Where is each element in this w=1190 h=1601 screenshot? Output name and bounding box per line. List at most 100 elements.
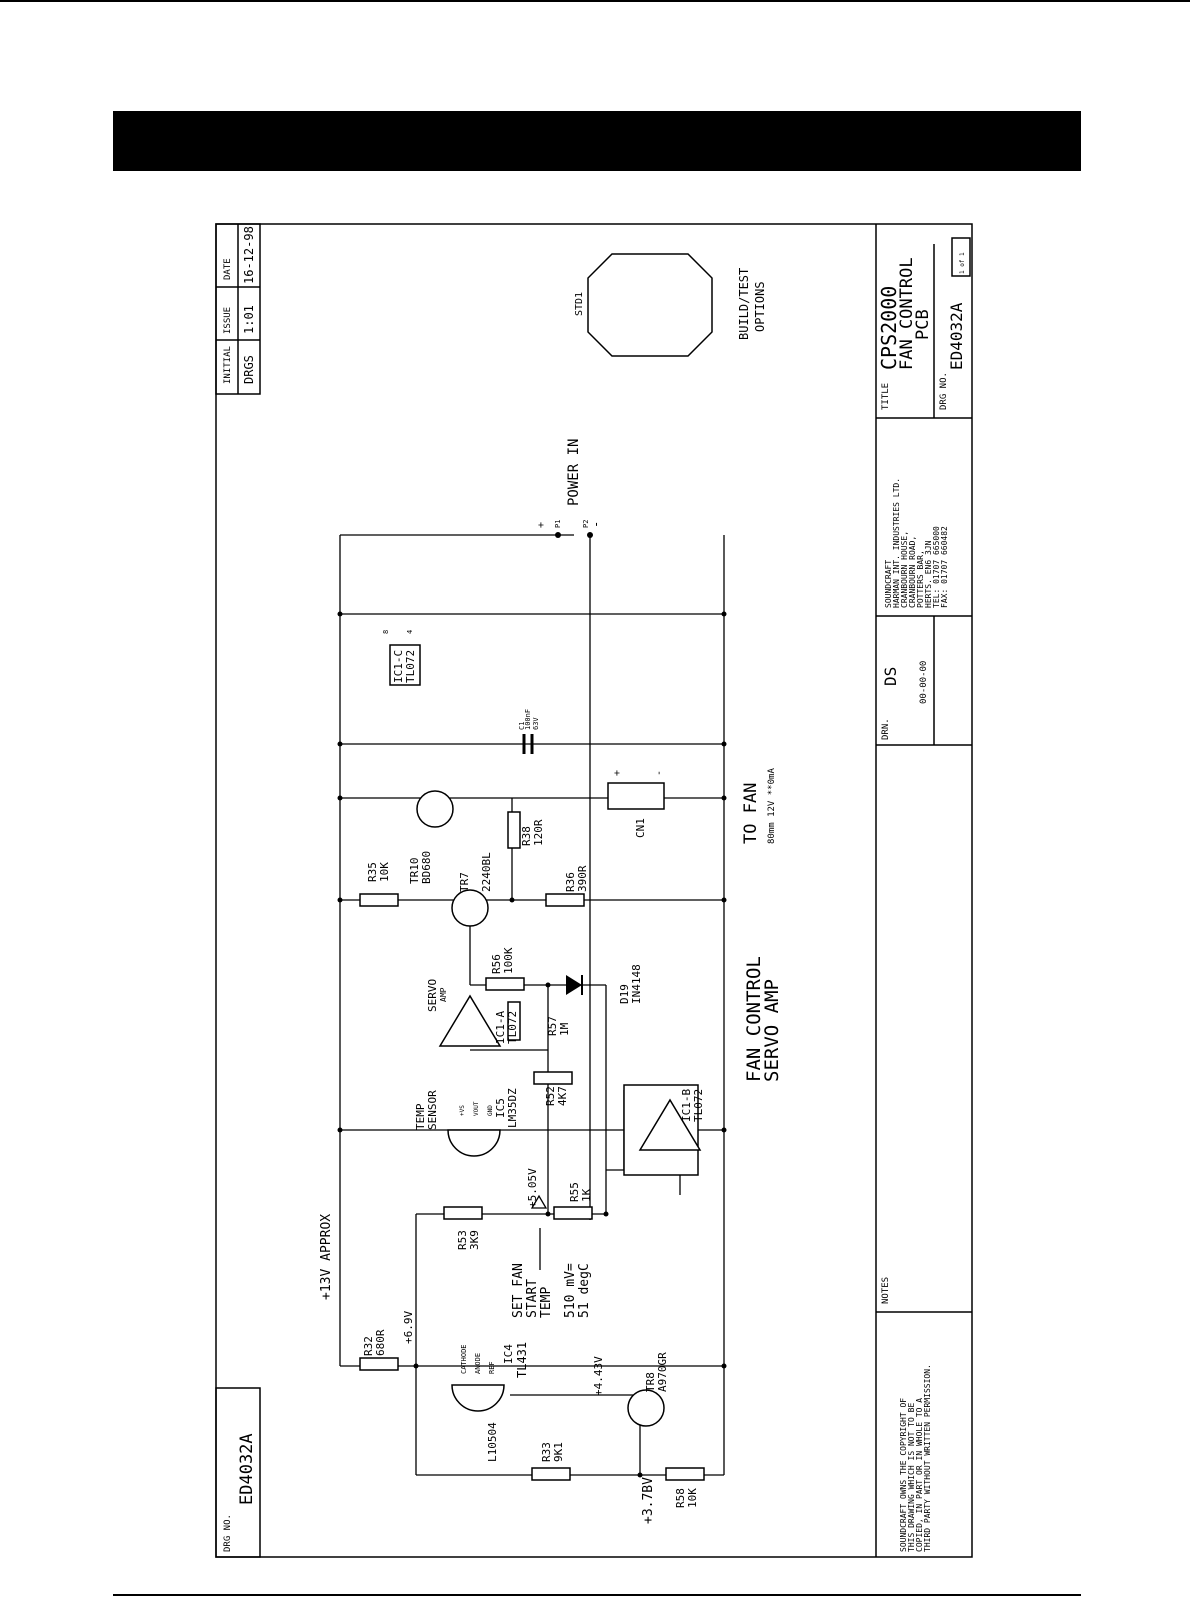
title-label: TITLE	[881, 383, 891, 410]
sensor-label: SENSOR	[426, 1090, 439, 1130]
issue-label: ISSUE	[223, 307, 233, 334]
tr10-part: BD680	[420, 851, 433, 884]
gnd-pin: GND	[487, 1105, 494, 1116]
std-caption1: BUILD/TEST	[737, 268, 751, 340]
r55-value: 1K	[580, 1188, 593, 1202]
p1-label: P1	[554, 520, 562, 528]
header-banner	[113, 111, 1081, 171]
v505-label: +5.05V	[526, 1168, 539, 1208]
initial-label: INITIAL	[223, 346, 233, 384]
r58-value: 10K	[686, 1488, 699, 1508]
ic5-label: IC5	[494, 1098, 507, 1118]
ic1c-part: TL072	[404, 650, 417, 683]
r52-value: 4K7	[556, 1086, 569, 1106]
r36-label: R36	[564, 872, 577, 892]
r53-value: 3K9	[468, 1230, 481, 1250]
tr7-symbol	[451, 889, 489, 927]
r57-label: R57	[546, 1016, 559, 1036]
fan-spec: 80mm 12V **0mA	[767, 768, 777, 844]
title-line2: FAN CONTROL	[897, 257, 917, 370]
r52	[533, 1071, 573, 1085]
ref-pin: REF	[488, 1361, 496, 1374]
r32-value: 680R	[374, 1329, 387, 1356]
tr8-label: TR8	[644, 1372, 657, 1392]
ic4-label: IC4	[502, 1344, 515, 1364]
p1-plus: +	[536, 522, 547, 528]
r33-label: R33	[540, 1442, 553, 1462]
ic1b-label: IC1-B	[680, 1089, 693, 1122]
r58	[665, 1467, 705, 1481]
set-fan-label: SET FAN	[511, 1263, 526, 1318]
left-drg-box	[215, 1387, 261, 1558]
r55-label: R55	[568, 1182, 581, 1202]
temp2-label: TEMP	[539, 1287, 554, 1318]
tr8-symbol	[627, 1389, 665, 1427]
std-caption2: OPTIONS	[753, 281, 767, 332]
ic1b-part: TL072	[692, 1089, 705, 1122]
cn1-label: CN1	[634, 818, 647, 838]
p2-label: P2	[582, 520, 590, 528]
r53-label: R53	[456, 1230, 469, 1250]
title-drg-label: DRG NO.	[939, 372, 949, 410]
ic4-symbol	[451, 1384, 505, 1412]
r38-value: 120R	[532, 819, 545, 846]
c1-voltage: 63V	[532, 717, 540, 730]
tr8-part: A970GR	[656, 1352, 669, 1392]
copyright-line: SOUNDCRAFT OWNS THE COPYRIGHT OF	[899, 1398, 908, 1552]
r32	[359, 1357, 399, 1371]
tr7-label: TR7	[458, 872, 471, 892]
left-drg-value: ED4032A	[237, 1433, 257, 1505]
d19-diode	[566, 975, 582, 995]
initial-value: DRGS	[242, 355, 256, 384]
copyright-line: THIRD PARTY WITHOUT WRITTEN PERMISSION.	[923, 1364, 932, 1552]
amp-label: AMP	[439, 987, 448, 1002]
r52-label: R52	[544, 1086, 557, 1106]
r38	[507, 811, 521, 849]
sheet-number: 1 of 1	[959, 252, 966, 274]
ic5-part: LM35DZ	[506, 1088, 519, 1128]
company-line: FAX: 01707 660482	[940, 526, 949, 608]
ic4-part: TL431	[515, 1342, 529, 1378]
r56-value: 100K	[502, 947, 515, 974]
title-drg-value: ED4032A	[947, 302, 966, 370]
r35-value: 10K	[378, 862, 391, 882]
company-line: CRANBOURN ROAD,	[908, 536, 917, 608]
temp-label: TEMP	[414, 1103, 427, 1130]
fan-control-title: FAN CONTROL	[743, 956, 765, 1082]
left-drg-label: DRG NO.	[223, 1514, 233, 1552]
start-label: START	[525, 1279, 540, 1318]
c1-value: 100nF	[524, 709, 532, 730]
r33	[531, 1467, 571, 1481]
to-fan-label: TO FAN	[741, 783, 761, 844]
r35-label: R35	[366, 862, 379, 882]
ic1a-part: TL072	[506, 1011, 519, 1044]
cathode-pin: CATHODE	[460, 1344, 468, 1374]
drawing-frame	[215, 223, 973, 1558]
r36	[545, 893, 585, 907]
p1-terminal	[555, 532, 561, 538]
v443-label: +4.43V	[592, 1356, 605, 1396]
r53	[443, 1206, 483, 1220]
r36-value: 390R	[576, 865, 589, 892]
company-line: HERTS. EN6 3JN	[924, 540, 933, 608]
r58-label: R58	[674, 1488, 687, 1508]
bottom-rule	[113, 1594, 1081, 1596]
ic1a-opamp	[438, 994, 502, 1047]
vs-pin: +VS	[459, 1105, 466, 1116]
drn-label: DRN.	[881, 718, 891, 740]
tr10-symbol	[416, 790, 454, 828]
v69-label: +6.9V	[402, 1311, 415, 1344]
date-value: 16-12-98	[242, 226, 256, 284]
std1-label: STD1	[574, 292, 585, 316]
r33-value: 9K1	[552, 1442, 565, 1462]
top-rule	[0, 0, 1190, 2]
company-line: POTTERS BAR,	[916, 550, 925, 608]
company-line: TEL: 01707 665000	[932, 526, 941, 608]
pin4: 4	[406, 630, 414, 634]
company-line: HARMAN INT. INDUSTRIES LTD.	[892, 478, 901, 608]
mv-label: 510 mV=	[563, 1263, 578, 1318]
c1-label: C1	[518, 722, 526, 730]
d19-part: IN4148	[630, 964, 643, 1004]
company-line: CRANBOURN HOUSE,	[900, 531, 909, 608]
wires	[339, 534, 725, 1476]
